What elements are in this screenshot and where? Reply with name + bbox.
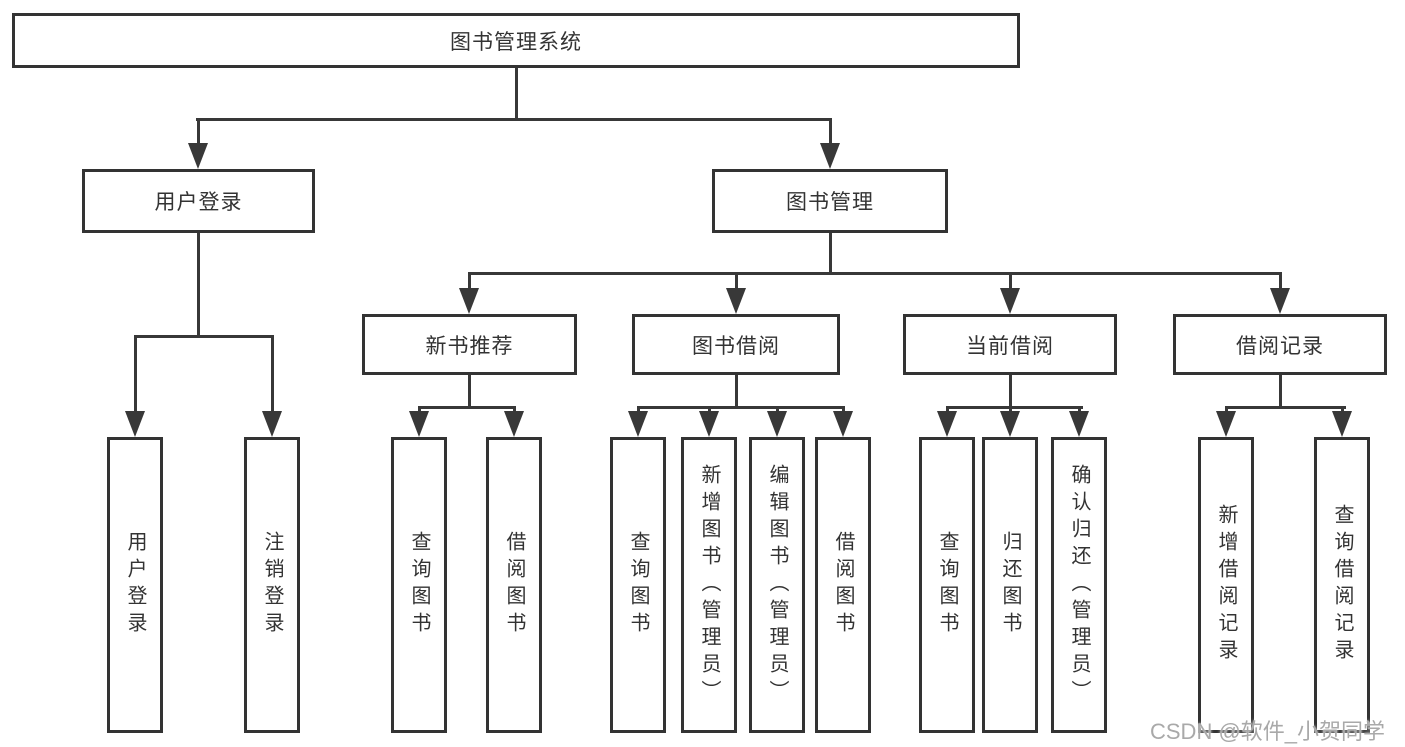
connector-stem: [1008, 406, 1012, 411]
leaf-label: 用户登录: [124, 531, 146, 639]
arrow-down-icon: [1068, 411, 1089, 437]
connector-stem: [1077, 406, 1081, 411]
node-user-login: 用户登录: [82, 169, 315, 233]
connector-stem-book-management: [828, 118, 832, 143]
connector-records-trunk: [1278, 375, 1282, 406]
node-new-book-recommendation: 新书推荐: [362, 314, 577, 375]
leaf-borrow-books-recommend: 借阅图书: [486, 437, 542, 733]
connector-userlogin-trunk: [196, 233, 200, 335]
connector-stem: [1340, 406, 1344, 411]
arrow-down-icon: [408, 411, 429, 437]
leaf-label: 查询图书: [627, 531, 649, 639]
connector-records-hbar: [1224, 406, 1346, 409]
arrow-down-icon: [1215, 411, 1236, 437]
arrow-down-icon: [1269, 288, 1290, 314]
connector-root-trunk: [515, 68, 518, 118]
node-label: 图书管理系统: [450, 30, 582, 54]
connector-current-hbar: [945, 406, 1083, 409]
node-label: 图书管理: [786, 191, 874, 214]
leaf-query-borrow-record: 查询借阅记录: [1314, 437, 1370, 733]
node-label: 当前借阅: [966, 334, 1054, 358]
leaf-label: 归还图书: [999, 531, 1021, 639]
node-book-borrowing: 图书借阅: [632, 314, 840, 375]
arrow-down-icon: [832, 411, 853, 437]
leaf-label: 查询借阅记录: [1331, 504, 1353, 666]
connector-stem: [417, 406, 421, 411]
connector-stem-current: [1008, 272, 1012, 288]
connector-root-hbar: [196, 118, 832, 121]
leaf-label: 借阅图书: [832, 531, 854, 639]
connector-recommend-trunk: [468, 375, 471, 406]
arrow-down-icon: [187, 143, 208, 169]
leaf-label: 查询图书: [408, 531, 430, 639]
leaf-label: 新增图书（管理员）: [698, 463, 720, 707]
node-label: 借阅记录: [1236, 334, 1324, 358]
node-library-management-system: 图书管理系统: [12, 13, 1020, 68]
node-book-management: 图书管理: [712, 169, 948, 233]
connector-stem: [636, 406, 640, 411]
connector-borrowing-hbar: [636, 406, 845, 409]
connector-bookmgmt-hbar: [467, 272, 1282, 275]
node-current-borrowing: 当前借阅: [903, 314, 1117, 375]
leaf-user-login: 用户登录: [107, 437, 163, 733]
connector-current-trunk: [1008, 375, 1012, 406]
node-label: 新书推荐: [425, 334, 514, 358]
arrow-down-icon: [936, 411, 957, 437]
leaf-edit-books-admin: 编辑图书（管理员）: [749, 437, 805, 733]
connector-stem-leaf-user-login: [133, 335, 137, 411]
arrow-down-icon: [819, 143, 840, 169]
leaf-add-books-admin: 新增图书（管理员）: [681, 437, 737, 733]
leaf-query-books-recommend: 查询图书: [391, 437, 447, 733]
leaf-confirm-return-admin: 确认归还（管理员）: [1051, 437, 1107, 733]
leaf-logout: 注销登录: [244, 437, 300, 733]
arrow-down-icon: [999, 288, 1020, 314]
leaf-add-borrow-record: 新增借阅记录: [1198, 437, 1254, 733]
connector-stem: [775, 406, 779, 411]
arrow-down-icon: [1331, 411, 1352, 437]
connector-stem-user-login: [196, 118, 200, 143]
leaf-return-books: 归还图书: [982, 437, 1038, 733]
arrow-down-icon: [766, 411, 787, 437]
connector-stem-borrowing: [734, 272, 738, 288]
leaf-query-books-borrowing: 查询图书: [610, 437, 666, 733]
connector-stem: [512, 406, 516, 411]
connector-userlogin-hbar: [133, 335, 274, 338]
arrow-down-icon: [999, 411, 1020, 437]
arrow-down-icon: [698, 411, 719, 437]
arrow-down-icon: [458, 288, 479, 314]
leaf-label: 编辑图书（管理员）: [766, 463, 788, 707]
leaf-label: 新增借阅记录: [1215, 504, 1237, 666]
connector-stem: [1224, 406, 1228, 411]
connector-stem: [707, 406, 711, 411]
arrow-down-icon: [124, 411, 145, 437]
arrow-down-icon: [725, 288, 746, 314]
arrow-down-icon: [627, 411, 648, 437]
node-borrowing-records: 借阅记录: [1173, 314, 1387, 375]
watermark-text: CSDN @软件_小贺同学: [1150, 719, 1386, 744]
connector-bookmgmt-trunk: [828, 233, 832, 272]
arrow-down-icon: [261, 411, 282, 437]
connector-stem-leaf-logout: [270, 335, 274, 411]
connector-stem-recommend: [467, 272, 471, 288]
node-label: 用户登录: [154, 191, 243, 214]
leaf-label: 注销登录: [261, 531, 283, 639]
arrow-down-icon: [503, 411, 524, 437]
connector-recommend-hbar: [417, 406, 516, 409]
leaf-label: 查询图书: [936, 531, 958, 639]
leaf-borrow-books-borrowing: 借阅图书: [815, 437, 871, 733]
leaf-query-books-current: 查询图书: [919, 437, 975, 733]
connector-borrowing-trunk: [734, 375, 738, 406]
node-label: 图书借阅: [692, 334, 780, 358]
connector-stem: [841, 406, 845, 411]
leaf-label: 确认归还（管理员）: [1068, 463, 1090, 707]
connector-stem: [945, 406, 949, 411]
leaf-label: 借阅图书: [503, 531, 525, 639]
connector-stem-records: [1278, 272, 1282, 288]
